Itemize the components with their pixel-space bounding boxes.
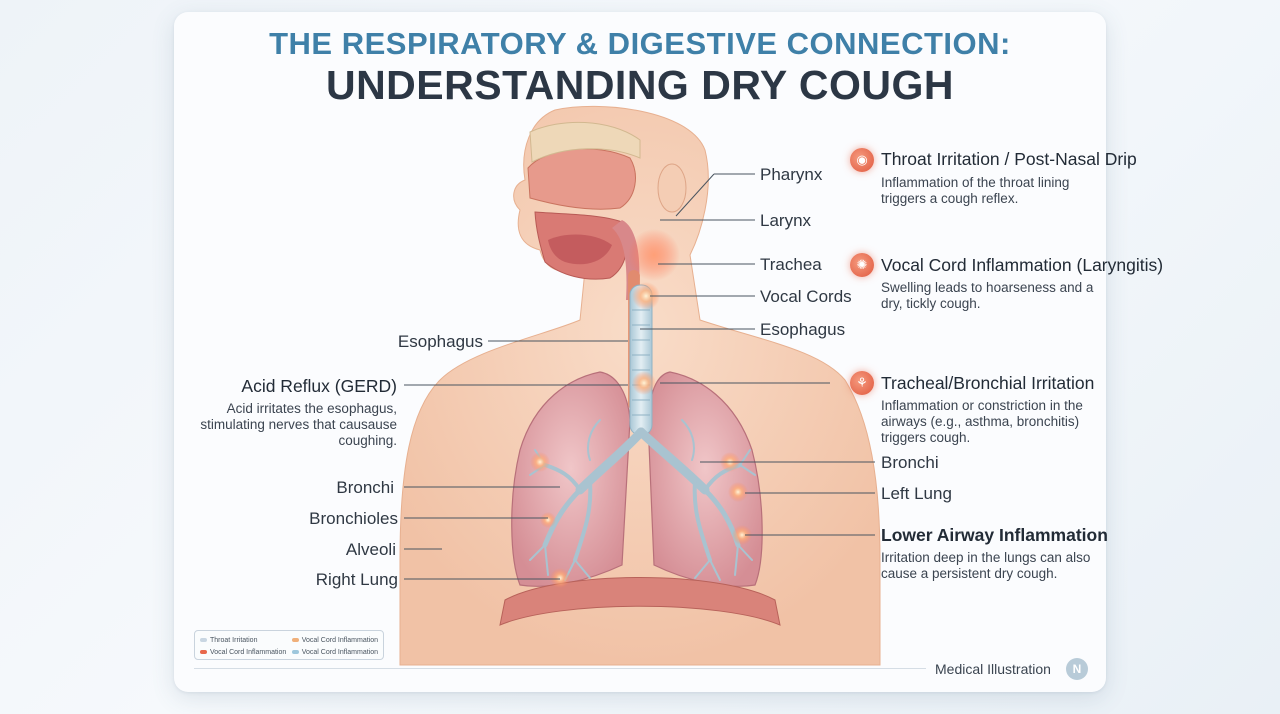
callout-gerd-desc: Acid irritates the esophagus, stimulatin…	[200, 401, 397, 448]
lung-glow-3	[728, 482, 748, 502]
lung-glow-4	[732, 525, 752, 545]
lung-glow-6	[540, 512, 556, 528]
diaphragm	[499, 577, 781, 626]
lung-glow-5	[550, 568, 570, 588]
bronchial-tree	[529, 419, 756, 581]
title-line-1: THE RESPIRATORY & DIGESTIVE CONNECTION:	[269, 26, 1011, 61]
callout-lower-airway-desc: Irritation deep in the lungs can also ca…	[881, 550, 1091, 581]
callout-tracheal-desc: Inflammation or constriction in the airw…	[881, 398, 1083, 445]
label-esophagus-left: Esophagus	[397, 332, 483, 351]
tongue	[548, 234, 612, 265]
leader-lines-right	[640, 173, 875, 536]
callout-vocal-desc: Swelling leads to hoarseness and a dry, …	[881, 280, 1094, 311]
label-bronchi-right: Bronchi	[881, 453, 939, 472]
label-alveoli: Alveoli	[345, 540, 396, 559]
ear	[657, 163, 687, 213]
footer-text: Medical Illustration	[935, 661, 1051, 677]
legend-item: Vocal Cord Inflammation	[291, 637, 378, 644]
label-bronchioles: Bronchioles	[309, 509, 398, 528]
label-trachea: Trachea	[760, 255, 822, 274]
callout-lower-airway-title: Lower Airway Inflammation	[881, 525, 1108, 545]
callout-throat-desc: Inflammation of the throat lining trigge…	[881, 175, 1070, 206]
label-right-lung: Right Lung	[315, 570, 398, 589]
leader-lines-left	[404, 340, 628, 580]
label-left-lung: Left Lung	[881, 484, 952, 503]
callout-gerd-title: Acid Reflux (GERD)	[241, 376, 397, 396]
trachea-glow	[632, 371, 656, 395]
medical-logo-icon: N	[1066, 658, 1088, 680]
label-larynx: Larynx	[760, 211, 812, 230]
trachea-rings	[632, 309, 650, 416]
throat-glow	[628, 229, 680, 281]
vocal-cord-icon: ✺	[850, 253, 874, 277]
skull-base	[529, 121, 641, 163]
callout-throat-title: Throat Irritation / Post-Nasal Drip	[881, 149, 1137, 169]
legend-item: Vocal Cord Inflammation	[200, 649, 286, 656]
bronchi-icon: ⚘	[850, 371, 874, 395]
legend-item: Vocal Cord Inflammation	[291, 649, 378, 656]
callout-tracheal-title: Tracheal/Bronchial Irritation	[881, 373, 1095, 393]
title-line-2: UNDERSTANDING DRY COUGH	[325, 62, 955, 108]
throat-icon: ◉	[850, 148, 874, 172]
label-vocal-cords: Vocal Cords	[760, 287, 852, 306]
label-bronchi-left: Bronchi	[336, 478, 394, 497]
vocal-cord-glow	[632, 282, 660, 310]
callout-vocal-title: Vocal Cord Inflammation (Laryngitis)	[881, 255, 1164, 275]
lung-glow-1	[530, 452, 550, 472]
footer-divider	[194, 668, 926, 669]
nasal-cavity	[527, 148, 636, 210]
label-esophagus-right: Esophagus	[760, 320, 846, 339]
legend-box: Throat Irritation Vocal Cord Inflammatio…	[194, 630, 384, 660]
legend-item: Throat Irritation	[200, 637, 257, 644]
label-pharynx: Pharynx	[760, 165, 823, 184]
